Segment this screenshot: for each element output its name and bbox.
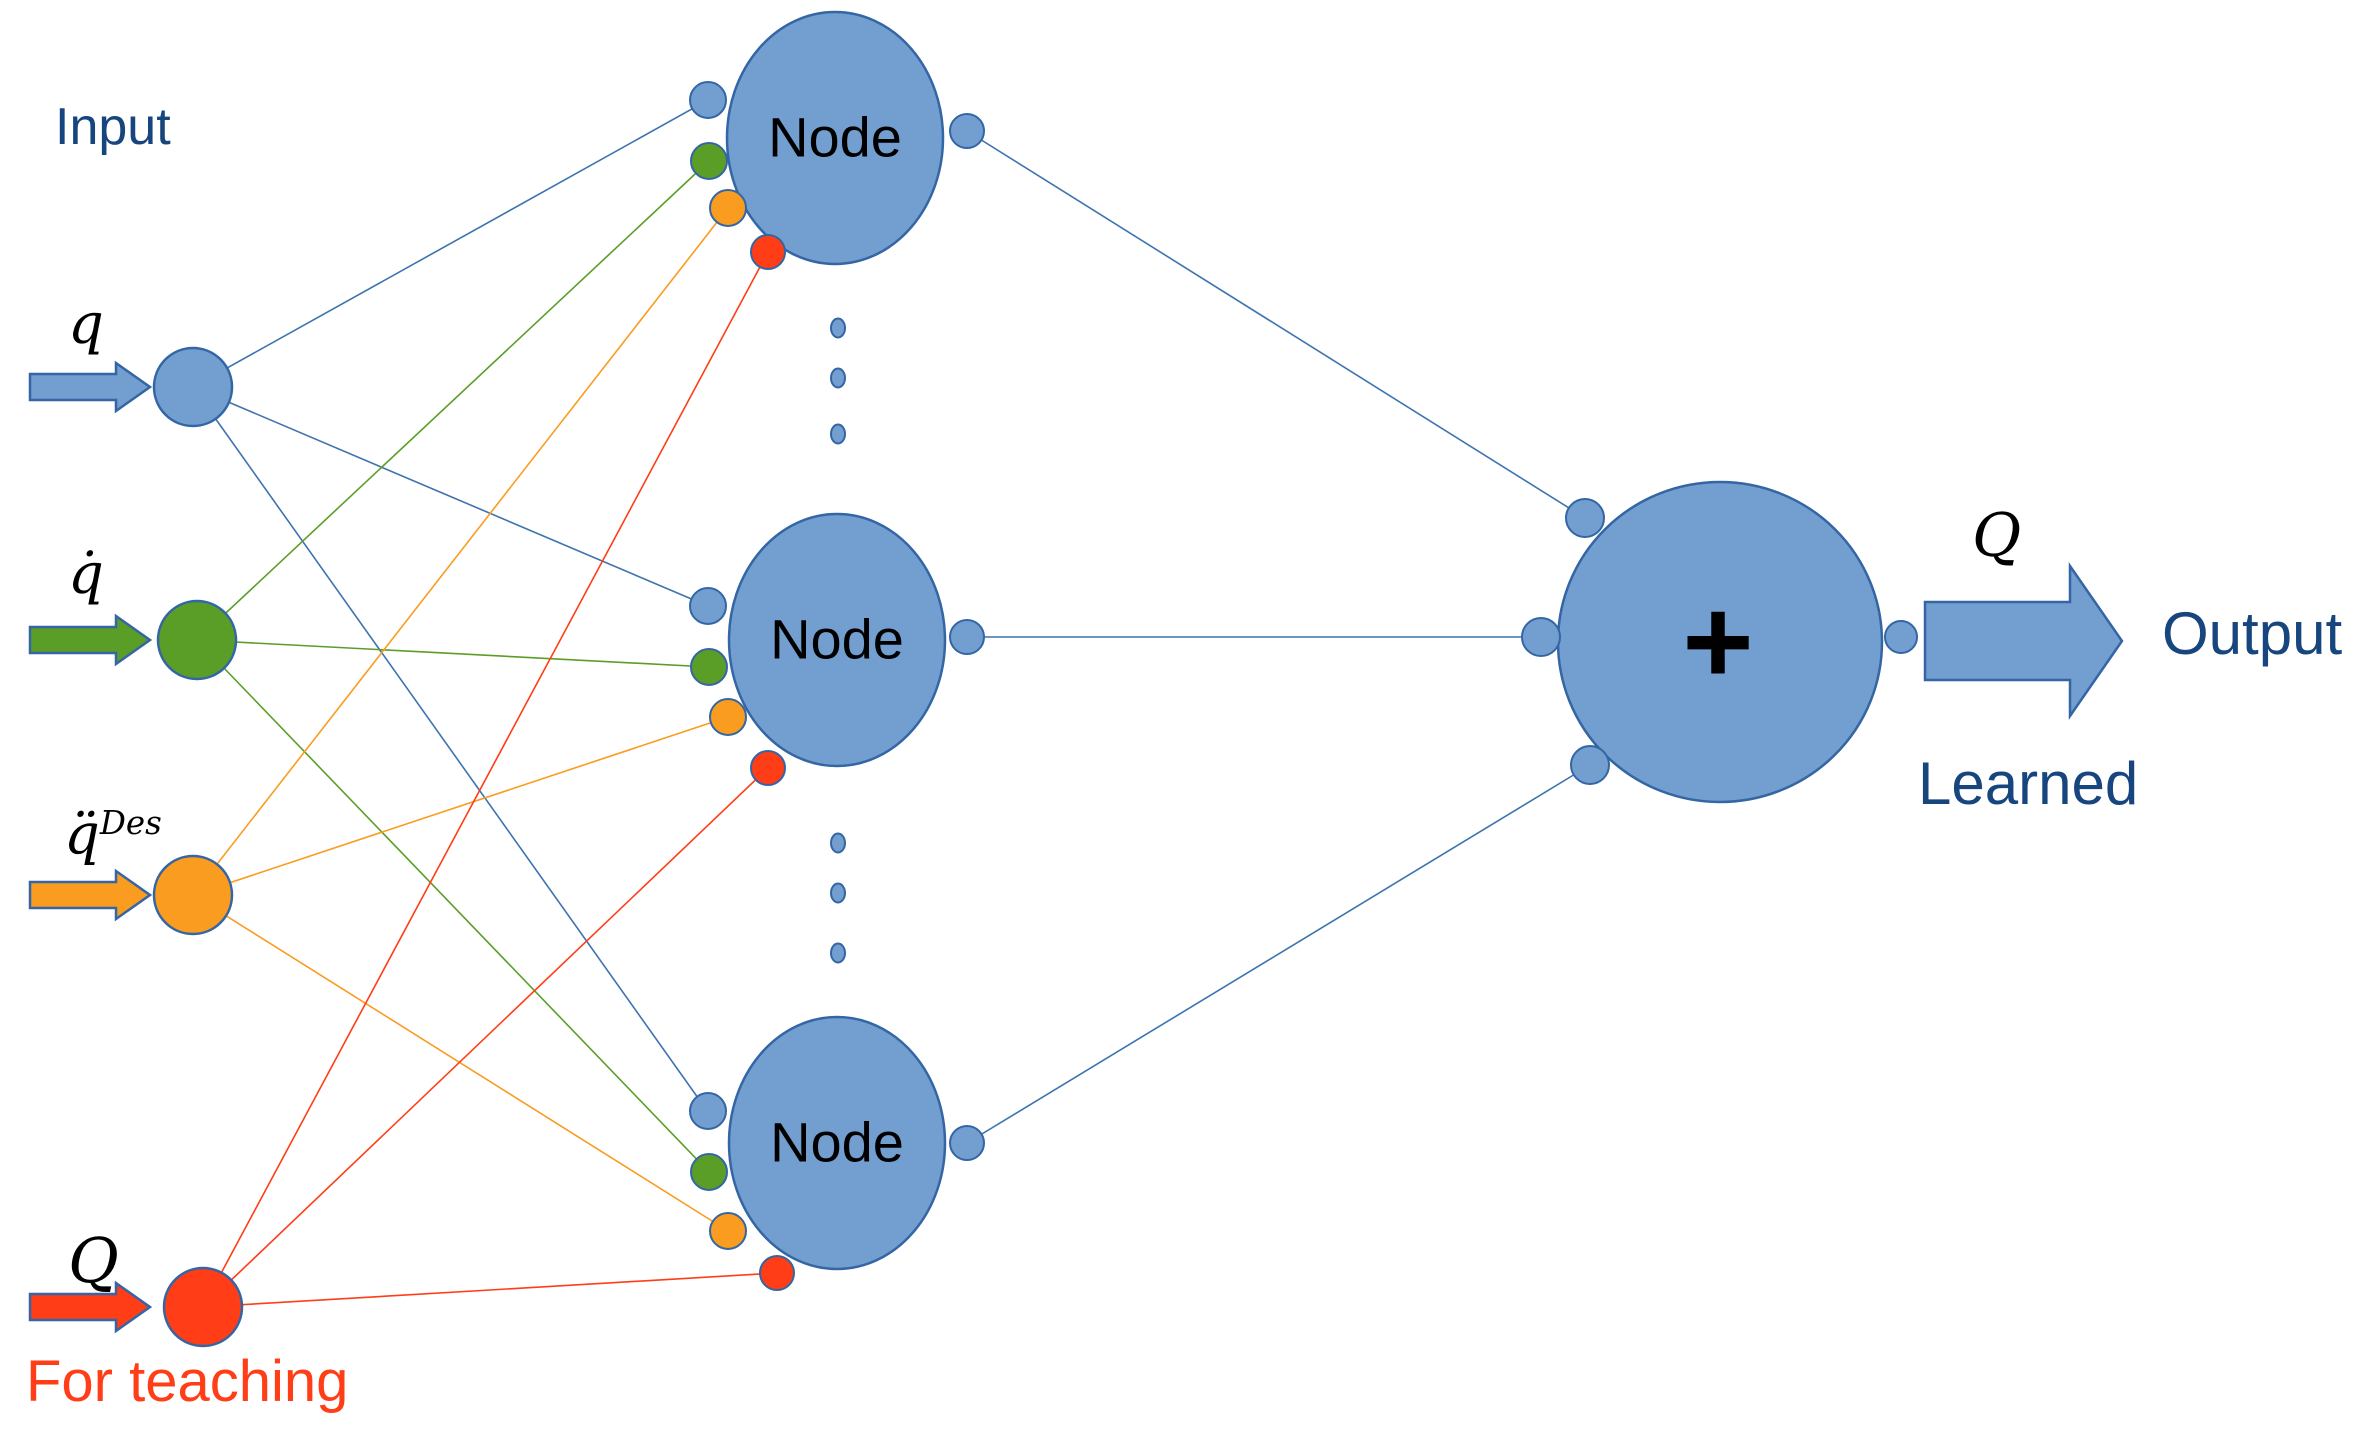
connection-line bbox=[192, 99, 709, 388]
connection-line bbox=[202, 767, 769, 1308]
connection-line bbox=[196, 639, 710, 1173]
q-input-node bbox=[152, 346, 234, 428]
qdot-input-label: q̇ bbox=[68, 542, 104, 607]
node2-qdot-port bbox=[690, 648, 728, 686]
node1-qdot-port bbox=[690, 142, 728, 180]
connections-from-qdot-input bbox=[196, 160, 710, 1173]
output-section-label: Output bbox=[2162, 600, 2343, 667]
connection-line bbox=[192, 386, 709, 607]
node1-q-port bbox=[689, 81, 727, 119]
ellipsis-dot bbox=[830, 882, 846, 904]
connection-line bbox=[192, 716, 729, 896]
sum-input-port-bottom bbox=[1570, 745, 1610, 785]
connection-line bbox=[966, 130, 1586, 519]
hidden-node-2 bbox=[727, 512, 947, 768]
ellipsis-dot bbox=[830, 423, 846, 445]
connection-line bbox=[196, 160, 710, 641]
connection-line bbox=[192, 894, 729, 1232]
sum-output-port bbox=[1884, 620, 1918, 654]
node2-teach-port bbox=[750, 750, 786, 786]
ellipsis-dot bbox=[830, 942, 846, 964]
node2-q-port bbox=[689, 587, 727, 625]
qddot-input-arrow-icon bbox=[28, 868, 153, 922]
vertical-ellipsis-bottom bbox=[830, 832, 846, 964]
qddot-superscript: Des bbox=[99, 804, 162, 842]
qdot-input-arrow-icon bbox=[28, 613, 153, 667]
learned-label: Learned bbox=[1918, 750, 2139, 817]
qddot-input-node bbox=[152, 854, 234, 936]
q-input-arrow-icon bbox=[28, 360, 153, 414]
node3-qdot-port bbox=[690, 1153, 728, 1191]
node1-qddot-port bbox=[709, 189, 747, 227]
connection-line bbox=[192, 207, 729, 896]
hidden-node-1 bbox=[725, 10, 945, 266]
vertical-ellipsis-top bbox=[830, 317, 846, 445]
node3-output-port bbox=[949, 1125, 985, 1161]
qddot-input-label: q̈Des bbox=[64, 806, 162, 865]
teaching-input-arrow-icon bbox=[28, 1280, 153, 1334]
hidden-node-3 bbox=[727, 1015, 947, 1271]
qdot-input-node bbox=[156, 599, 238, 681]
node3-qddot-port bbox=[709, 1212, 747, 1250]
connections-to-sum bbox=[966, 130, 1591, 1144]
ellipsis-dot bbox=[830, 367, 846, 389]
qddot-base: q̈ bbox=[64, 802, 100, 868]
connection-line bbox=[966, 764, 1591, 1144]
q-input-label: q bbox=[68, 292, 104, 357]
node2-output-port bbox=[949, 619, 985, 655]
node3-q-port bbox=[689, 1092, 727, 1130]
output-arrow-icon bbox=[1923, 562, 2124, 720]
ellipsis-dot bbox=[830, 832, 846, 854]
for-teaching-label: For teaching bbox=[26, 1349, 349, 1414]
node1-teach-port bbox=[750, 234, 786, 270]
node3-teach-port bbox=[759, 1255, 795, 1291]
connections-from-qddot-input bbox=[192, 207, 729, 1232]
output-q-label: Q bbox=[1972, 501, 2022, 571]
hidden-node-1-label: Node bbox=[768, 105, 902, 169]
connections-from-q-input bbox=[192, 99, 709, 1113]
sum-input-port-top bbox=[1565, 498, 1605, 538]
node2-qddot-port bbox=[709, 698, 747, 736]
sum-plus-label: + bbox=[1682, 572, 1754, 709]
sum-input-port-middle bbox=[1521, 617, 1561, 657]
node1-output-port bbox=[949, 113, 985, 149]
hidden-node-2-label: Node bbox=[770, 607, 904, 671]
connections-from-teaching-input bbox=[202, 251, 778, 1308]
teaching-q-label: Q bbox=[68, 1224, 119, 1297]
ellipsis-dot bbox=[830, 317, 846, 339]
connection-line bbox=[196, 639, 710, 668]
teaching-input-node bbox=[162, 1266, 244, 1348]
input-section-label: Input bbox=[55, 98, 171, 156]
hidden-node-3-label: Node bbox=[770, 1110, 904, 1174]
connection-line bbox=[192, 386, 709, 1113]
connection-line bbox=[202, 251, 769, 1308]
connection-line bbox=[202, 1272, 778, 1308]
